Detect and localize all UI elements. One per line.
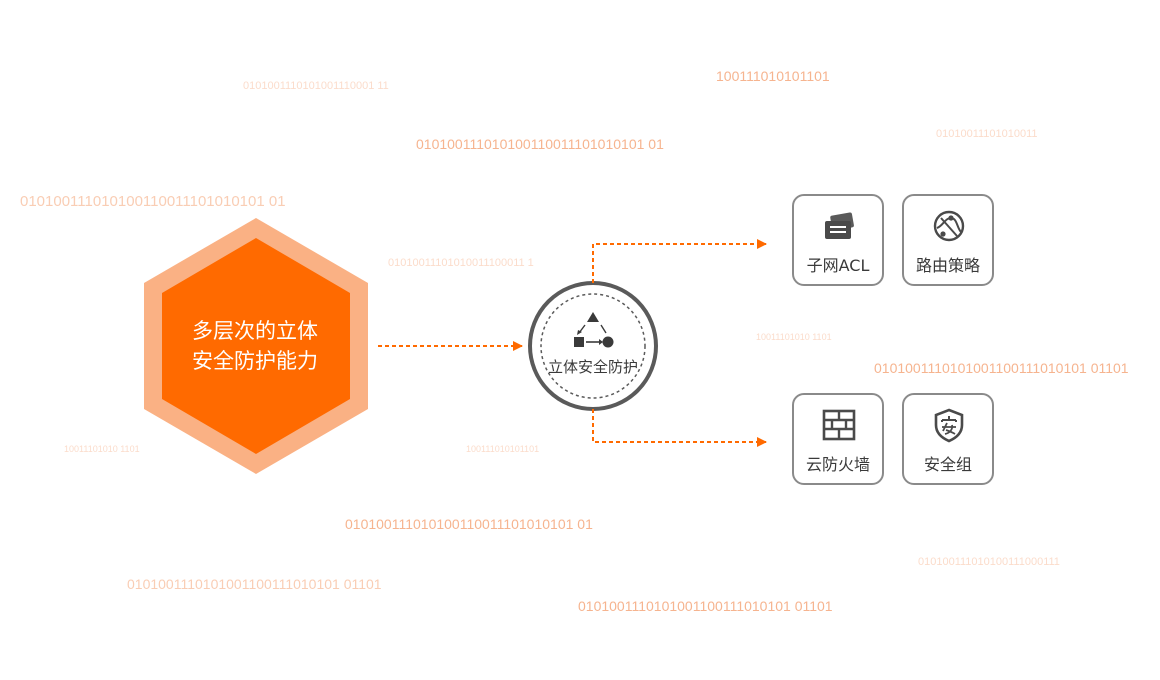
- binary-text: 0101001110101001100111010101 01101: [127, 576, 382, 592]
- hub-outer-ring: [528, 281, 658, 411]
- card-label: 安全组: [923, 455, 972, 474]
- card-stack-icon: [825, 212, 854, 239]
- binary-text: 01010011101010011100011 1: [388, 257, 534, 269]
- hub-circle: [528, 281, 658, 411]
- hub-label: 立体安全防护: [547, 358, 638, 376]
- shapes-icon: [574, 312, 614, 348]
- binary-text: 010100111010100110011101010101 01: [345, 516, 593, 532]
- arrow-hub-to-top-cards: [592, 239, 767, 283]
- card-label: 云防火墙: [805, 455, 870, 474]
- arrow-hub-to-bottom-cards: [592, 409, 767, 447]
- binary-text: 0101001110101001100111010101 01101: [578, 598, 833, 614]
- binary-text: 010100111010100110011101010101 01: [20, 193, 286, 210]
- source-hexagon: [144, 218, 368, 474]
- source-label-line1: 多层次的立体: [192, 319, 318, 343]
- card-subnet-acl[interactable]: 子网ACL: [792, 194, 884, 286]
- binary-text: 100111010101101: [466, 444, 540, 454]
- card-security-group[interactable]: 安全组: [902, 393, 994, 485]
- card-route-policy[interactable]: 路由策略: [902, 194, 994, 286]
- binary-text: 01010011101010011: [936, 128, 1038, 140]
- binary-text: 0101001110101001110001 11: [243, 80, 389, 92]
- binary-text: 0101001110101001100111010101 01101: [874, 360, 1129, 376]
- binary-text: 10011101010 1101: [64, 444, 140, 454]
- card-label: 路由策略: [915, 256, 980, 275]
- hexagon-inner: [162, 238, 350, 454]
- binary-text: 100111010101101: [716, 68, 830, 84]
- binary-text: 010100111010100110011101010101 01: [416, 136, 664, 152]
- shield-icon: [934, 408, 964, 443]
- source-label-line2: 安全防护能力: [192, 349, 318, 373]
- binary-text: 10011101010 1101: [756, 332, 832, 342]
- globe-route-icon: [933, 210, 965, 242]
- binary-text: 010100111010100111000111: [918, 556, 1060, 568]
- card-cloud-firewall[interactable]: 云防火墙: [792, 393, 884, 485]
- hub-inner-ring: [540, 293, 646, 399]
- brick-wall-icon: [822, 409, 856, 441]
- card-label: 子网ACL: [806, 256, 870, 275]
- source-label: 多层次的立体 安全防护能力: [170, 316, 340, 376]
